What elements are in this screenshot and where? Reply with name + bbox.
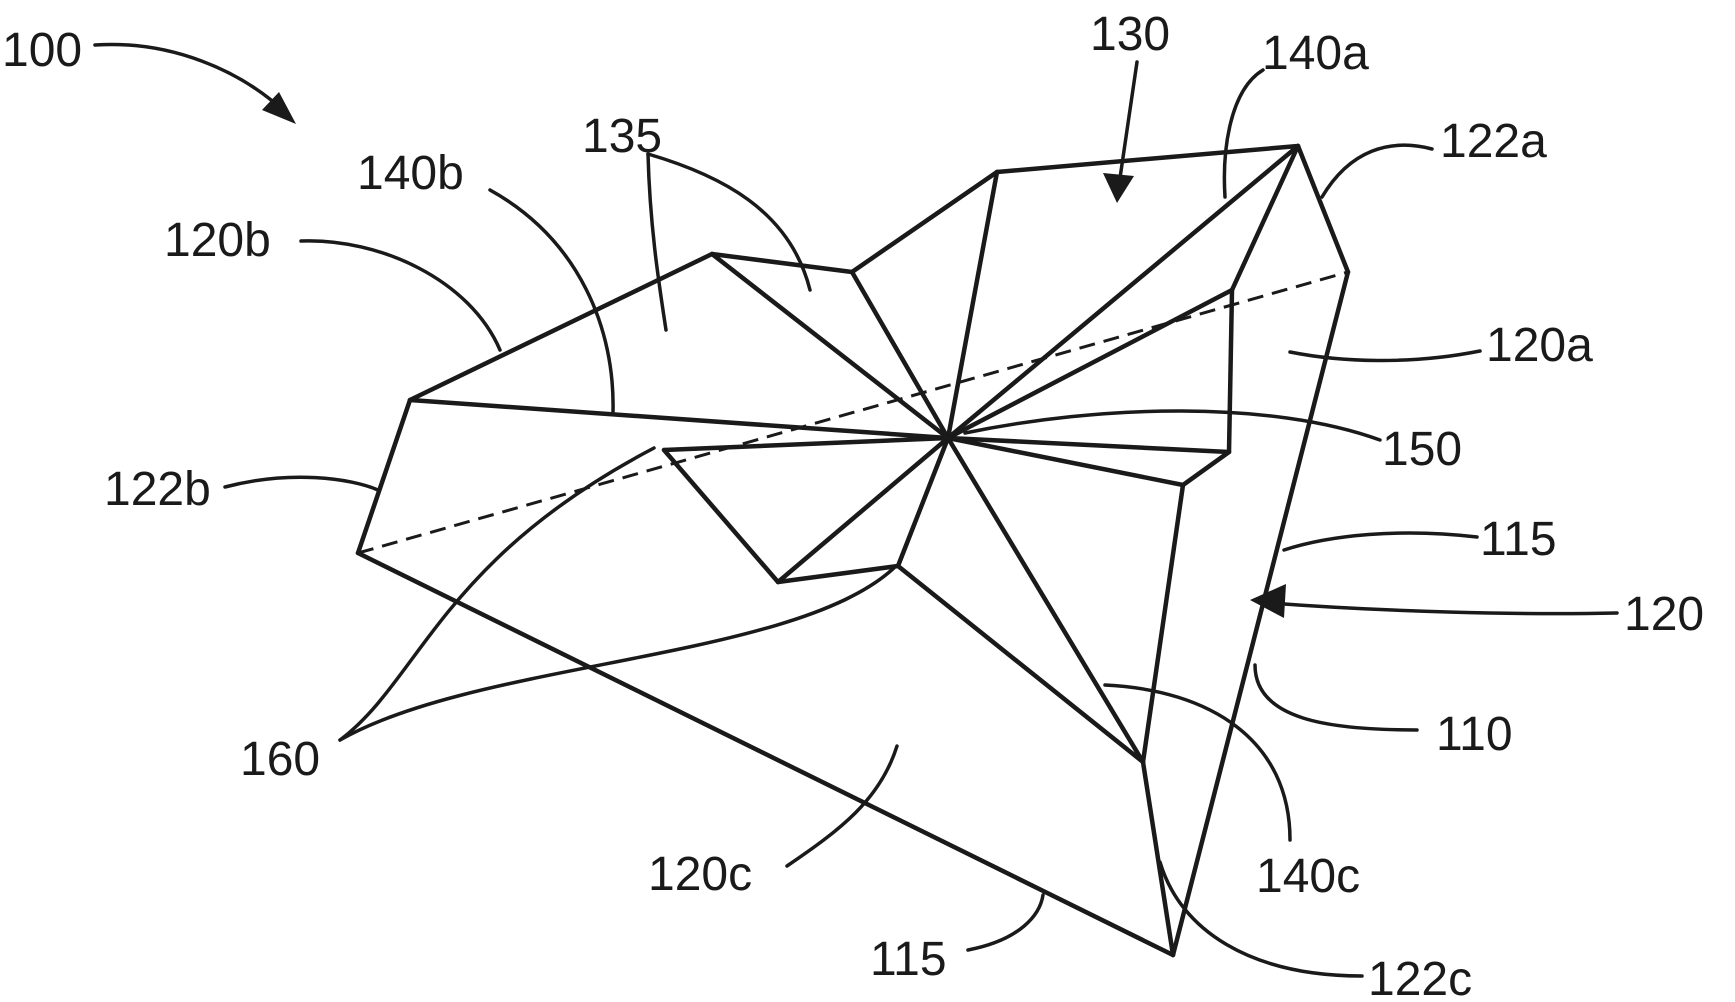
upper-right-diagonal: [1229, 143, 1301, 293]
label-115-right: 115: [1480, 513, 1557, 566]
spoke-down-left: [775, 435, 951, 585]
spoke-top-inner: [849, 269, 951, 441]
leader-122c: [1158, 860, 1364, 978]
label-120c: 120c: [648, 848, 752, 901]
leader-140b: [488, 188, 615, 414]
right-facet-vertical: [1140, 482, 1186, 765]
zig-bottom: [775, 563, 901, 585]
leader-122a: [1320, 143, 1434, 199]
leader-lines: [93, 42, 1619, 978]
label-135: 135: [582, 110, 662, 163]
edge-top-right: [1295, 143, 1351, 275]
edge-top-left: [407, 251, 715, 403]
label-130: 130: [1090, 8, 1170, 61]
arrowhead-100: [262, 92, 296, 124]
label-120a: 120a: [1486, 319, 1593, 372]
label-160: 160: [240, 733, 320, 786]
label-122b: 122b: [104, 463, 211, 516]
leader-140a: [1222, 68, 1265, 199]
label-110: 110: [1436, 708, 1513, 761]
leader-115-right: [1282, 531, 1479, 552]
spoke-down-right: [945, 435, 1146, 765]
zig-left-down: [661, 447, 781, 585]
leader-150: [963, 409, 1382, 442]
right-notch-top: [1180, 449, 1232, 488]
label-120b: 120b: [164, 214, 271, 267]
leader-115-bottom: [966, 893, 1045, 952]
label-115-bottom: 115: [870, 933, 947, 986]
arrowhead-130: [1103, 173, 1134, 203]
spoke-left: [661, 435, 951, 453]
edge-zig-top-left: [709, 251, 855, 275]
leader-120: [1268, 601, 1619, 616]
leader-100: [93, 42, 287, 114]
edge-top: [994, 143, 1301, 175]
leader-120b: [299, 239, 502, 352]
leader-120c: [785, 744, 899, 868]
spoke-apex: [945, 143, 1301, 441]
edge-left-vertical: [355, 397, 413, 556]
leader-160-b: [338, 564, 898, 742]
facet-edges: [407, 143, 1301, 958]
spoke-top: [945, 169, 1000, 441]
spoke-top-left: [709, 251, 951, 441]
label-100: 100: [2, 24, 82, 77]
spoke-left-corner: [407, 397, 951, 441]
hidden-axis-line: [357, 270, 1349, 555]
leader-122b: [223, 475, 380, 492]
outer-body-edges: [355, 143, 1351, 958]
edge-bottom-left: [355, 550, 1176, 958]
edge-zig-top: [849, 169, 1000, 275]
label-140b: 140b: [357, 147, 464, 200]
spoke-right-upper: [945, 287, 1235, 441]
label-122a: 122a: [1440, 115, 1547, 168]
leader-120a: [1288, 349, 1482, 363]
zig-bottom-right: [895, 563, 1146, 765]
arrowhead-120: [1250, 584, 1286, 618]
reference-labels: 100 130 140a 122a 135 140b 120b 120a 150…: [2, 8, 1704, 1002]
right-notch-vertical: [1226, 287, 1235, 455]
right-facet-lower: [1140, 759, 1176, 958]
spoke-down: [895, 435, 951, 569]
label-140c: 140c: [1256, 850, 1360, 903]
edge-right-outer: [1170, 269, 1351, 958]
label-140a: 140a: [1262, 27, 1369, 80]
spoke-right-lower: [945, 435, 1186, 488]
leader-135-b: [646, 152, 812, 292]
spoke-right: [945, 435, 1232, 455]
leader-135-a: [646, 152, 668, 332]
leader-140c: [1103, 683, 1292, 842]
leader-160-a: [338, 446, 656, 742]
leader-130: [1118, 60, 1139, 180]
leader-110: [1253, 663, 1419, 732]
label-120: 120: [1624, 588, 1704, 641]
label-122c: 122c: [1368, 953, 1472, 1002]
label-150: 150: [1382, 423, 1462, 476]
